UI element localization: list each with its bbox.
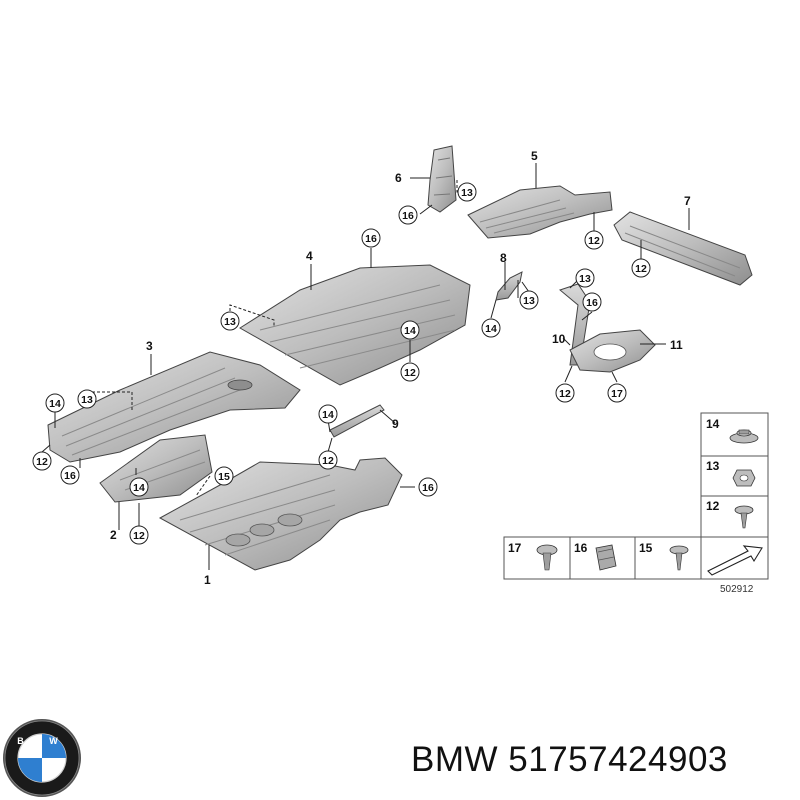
fastener-circles: [32, 182, 651, 545]
bmw-logo-text: BMW: [17, 736, 67, 746]
part-2-shape: [99, 434, 213, 503]
bmw-logo: BMW: [3, 719, 81, 797]
fastener-15-screw-icon: [669, 545, 689, 571]
callout-part-5: 5: [531, 149, 538, 163]
fastener-label: 13: [81, 394, 93, 406]
part-4-ribs: [259, 284, 456, 369]
part-1-ribs: [179, 474, 336, 556]
callout-part-11: 11: [670, 338, 683, 352]
fastener-label: 12: [36, 456, 48, 468]
fastener-label: 13: [579, 273, 591, 285]
fastener-17-rivet-icon: [536, 544, 558, 571]
fastener-label: 12: [404, 367, 416, 379]
fastener-label: 14: [133, 482, 145, 494]
fastener-label: 15: [218, 471, 230, 483]
part-11-hole: [593, 343, 627, 361]
fastener-label: 17: [611, 388, 623, 400]
part-1-recess-a: [249, 523, 275, 537]
fastener-label: 12: [635, 263, 647, 275]
part-3-ribs: [61, 367, 246, 456]
fastener-label: 13: [224, 316, 236, 328]
part-6-bracket-detail: [433, 157, 453, 196]
fastener-legend: [503, 412, 769, 580]
callout-part-1: 1: [204, 573, 211, 587]
fastener-14-nut-icon: [729, 429, 759, 444]
legend-label-15: 15: [639, 541, 653, 555]
part-9-shape: [329, 404, 385, 438]
part-3-shape: [47, 351, 301, 463]
callout-part-4: 4: [306, 249, 313, 263]
part-7-ribs: [624, 225, 741, 277]
fastener-label: 14: [404, 325, 416, 337]
fastener-label: 14: [49, 398, 61, 410]
callout-part-10: 10: [552, 332, 566, 346]
fastener-16-clip-icon: [595, 544, 617, 571]
callout-part-8: 8: [500, 251, 507, 265]
fastener-label: 12: [133, 530, 145, 542]
part-3-hole: [227, 379, 253, 391]
callout-part-9: 9: [392, 417, 399, 431]
fastener-13-hex-nut-icon: [732, 469, 756, 487]
fastener-12-screw-icon: [734, 505, 754, 529]
callout-part-7: 7: [684, 194, 691, 208]
part-6-bracket-shape: [427, 145, 457, 213]
legend-label-12: 12: [706, 499, 720, 513]
legend-label-17: 17: [508, 541, 522, 555]
fastener-label: 16: [586, 297, 598, 309]
legend-label-16: 16: [574, 541, 588, 555]
fastener-label: 16: [422, 482, 434, 494]
callout-part-3: 3: [146, 339, 153, 353]
part-5-shape: [467, 185, 613, 239]
part-5-ribs: [479, 199, 575, 234]
fastener-label: 12: [322, 455, 334, 467]
fastener-label: 13: [523, 295, 535, 307]
fastener-label: 12: [588, 235, 600, 247]
part-4-shape: [239, 264, 471, 386]
legend-label-13: 13: [706, 459, 720, 473]
part-1-shape: [158, 457, 403, 571]
fastener-label: 16: [365, 233, 377, 245]
part-1-recess-b: [277, 513, 303, 527]
fastener-label: 14: [485, 323, 497, 335]
part-1-recess-c: [225, 533, 251, 547]
fastener-label: 12: [559, 388, 571, 400]
fastener-label: 16: [402, 210, 414, 222]
drawing-reference-number: 502912: [720, 584, 754, 595]
legend-label-14: 14: [706, 417, 720, 431]
part-number-caption: BMW 51757424903: [411, 740, 728, 779]
callout-part-6: 6: [395, 171, 402, 185]
direction-arrow-icon: [700, 536, 769, 580]
fastener-label: 14: [322, 409, 334, 421]
fastener-label: 13: [461, 187, 473, 199]
part-7-shape: [613, 211, 753, 286]
callout-part-2: 2: [110, 528, 117, 542]
fastener-label: 16: [64, 470, 76, 482]
